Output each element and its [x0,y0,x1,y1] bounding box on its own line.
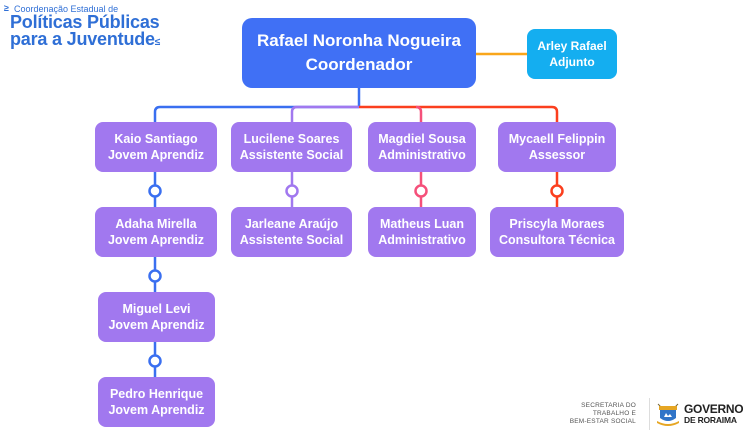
member-role: Administrativo [378,233,466,247]
root-node[interactable]: Rafael Noronha Nogueira Coordenador [242,18,476,88]
member-role: Administrativo [378,148,466,162]
member-role: Jovem Aprendiz [108,403,205,417]
member-role: Assistente Social [239,233,344,247]
member-name: Miguel Levi [122,302,191,316]
chain-node-4a [550,184,564,198]
member-node[interactable]: Lucilene Soares Assistente Social [231,122,352,172]
member-role: Assistente Social [239,148,344,162]
member-node[interactable]: Kaio Santiago Jovem Aprendiz [95,122,217,172]
chain-node-1a [148,184,162,198]
branch-link-4 [359,105,559,122]
logo-line-1: Políticas Públicas [10,12,160,32]
governo-roraima-logo: GOVERNO DE RORAIMA [684,402,743,425]
member-name: Mycaell Felippin [508,132,606,146]
member-node[interactable]: Adaha Mirella Jovem Aprendiz [95,207,217,257]
adjunct-name: Arley Rafael [537,39,607,53]
branch-link-3 [415,105,423,122]
member-name: Jarleane Araújo [244,217,339,231]
member-name: Pedro Henrique [109,387,204,401]
member-node[interactable]: Mycaell Felippin Assessor [498,122,616,172]
logo-line-2: para a Juventude [10,29,155,49]
member-node[interactable]: Magdiel Sousa Administrativo [368,122,476,172]
member-node[interactable]: Priscyla Moraes Consultora Técnica [490,207,624,257]
swoosh-icon: ≥ [4,3,9,13]
branch-link-1 [153,105,359,122]
member-name: Priscyla Moraes [509,217,605,231]
chain-node-2a [285,184,299,198]
root-name: Rafael Noronha Nogueira [256,31,462,50]
chain-node-1b [148,269,162,283]
member-name: Kaio Santiago [114,132,198,146]
member-node[interactable]: Jarleane Araújo Assistente Social [231,207,352,257]
member-node[interactable]: Miguel Levi Jovem Aprendiz [98,292,215,342]
adjunct-node[interactable]: Arley Rafael Adjunto [527,29,617,79]
member-node[interactable]: Pedro Henrique Jovem Aprendiz [98,377,215,427]
member-name: Matheus Luan [379,217,465,231]
roraima-coat-of-arms-icon [657,403,679,426]
member-role: Consultora Técnica [499,233,615,247]
member-role: Jovem Aprendiz [107,233,205,247]
member-name: Adaha Mirella [115,217,197,231]
footer-divider [649,398,650,430]
chain-node-1c [148,354,162,368]
logo-subtitle: Coordenação Estadual de [14,4,119,14]
member-role: Jovem Aprendiz [108,318,205,332]
chain-node-3a [414,184,428,198]
member-name: Lucilene Soares [243,132,340,146]
root-role: Coordenador [305,55,413,74]
member-name: Magdiel Sousa [378,132,466,146]
program-logo: ≥ Coordenação Estadual de Políticas Públ… [4,3,161,51]
swoosh-tail-icon: ≤ [154,37,161,48]
member-role: Assessor [528,148,586,162]
member-node[interactable]: Matheus Luan Administrativo [368,207,476,257]
branch-link-2 [290,105,359,122]
adjunct-role: Adjunto [549,55,595,69]
member-role: Jovem Aprendiz [107,148,205,162]
secretaria-label: SECRETARIA DO TRABALHO E BEM-ESTAR SOCIA… [569,402,636,425]
